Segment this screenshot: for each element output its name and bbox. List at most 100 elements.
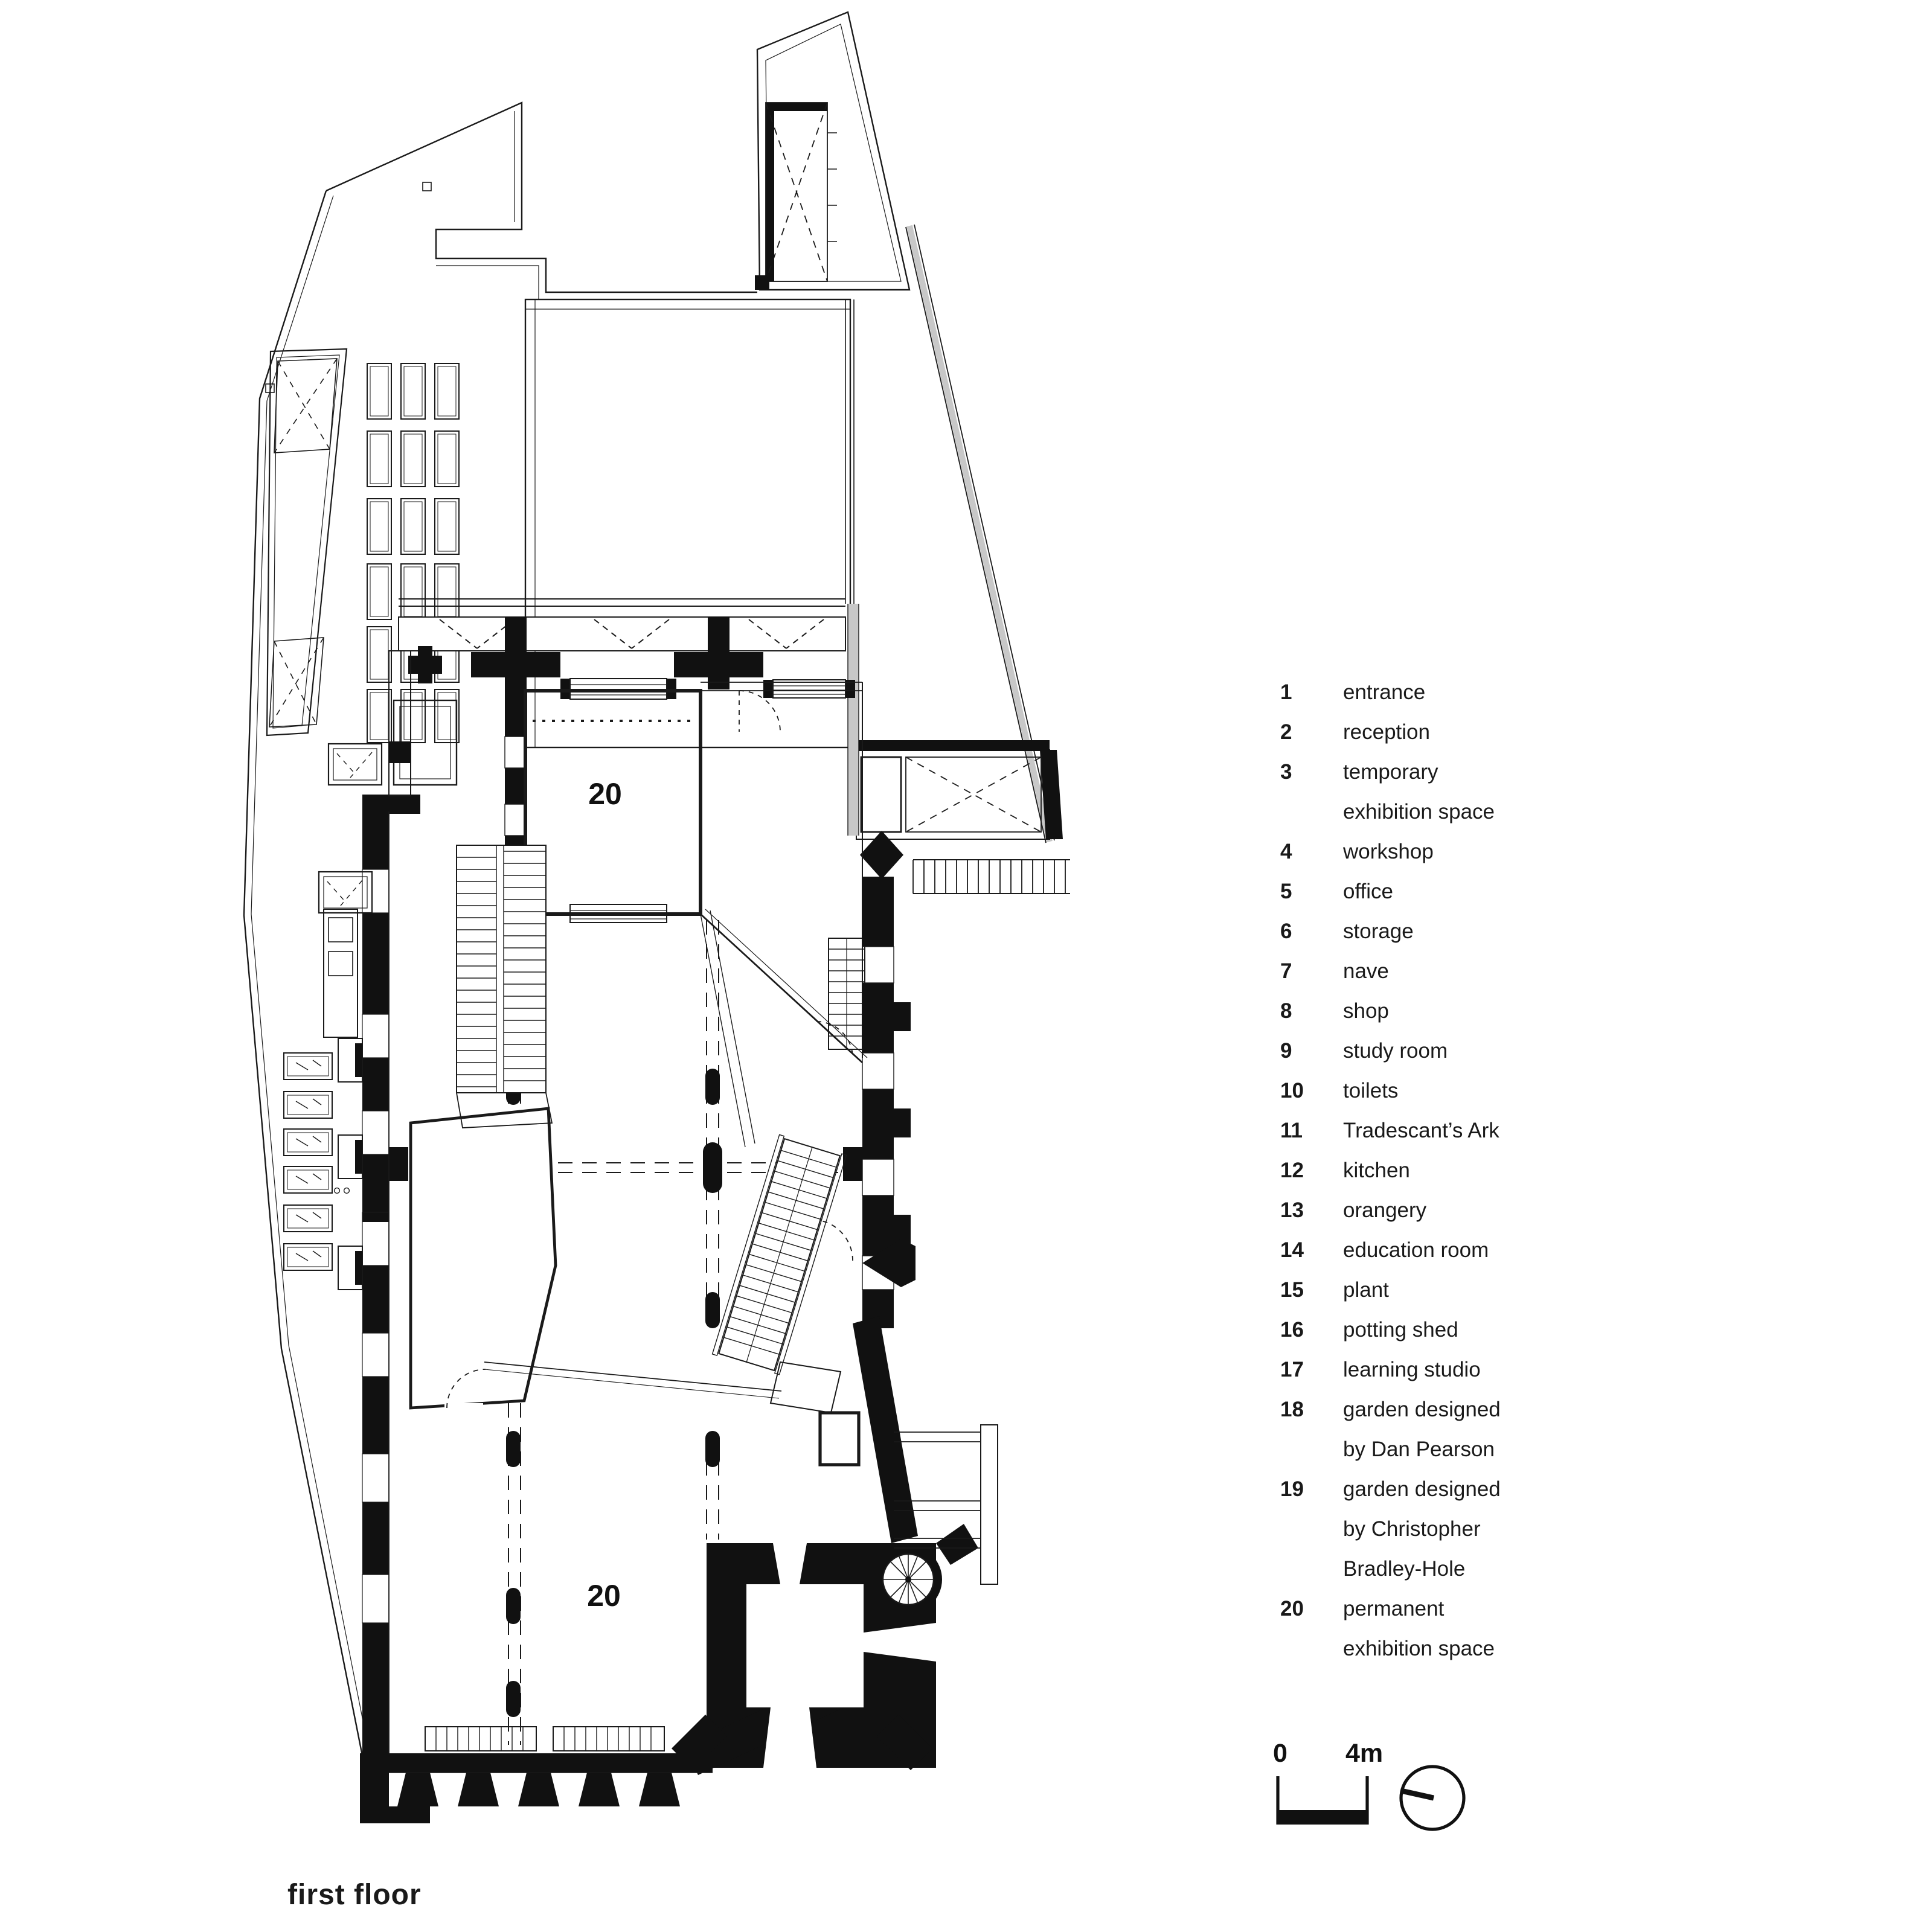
legend-label: toilets: [1343, 1078, 1399, 1102]
north-walkway: [398, 598, 859, 836]
legend-label: potting shed: [1343, 1317, 1458, 1342]
door-wedge: [862, 1239, 916, 1287]
buttress: [894, 1215, 911, 1244]
new-gray-wall: [848, 604, 859, 836]
east-wall: [811, 877, 918, 1543]
garden-cold-frames: [318, 743, 383, 914]
legend-label: Bradley-Hole: [1343, 1556, 1466, 1581]
buttress: [894, 1108, 911, 1137]
legend-label: by Dan Pearson: [1343, 1437, 1495, 1461]
legend-row: 20 permanent: [1280, 1589, 1501, 1629]
railing-comb: [912, 860, 1066, 894]
site-boundary: [243, 101, 1055, 1768]
door-swing-arc: [446, 1369, 486, 1409]
legend-label: exhibition space: [1343, 799, 1495, 824]
legend-number: 3: [1280, 760, 1292, 784]
scale-and-north: 0 4m: [1266, 1735, 1507, 1862]
legend-label: entrance: [1343, 680, 1426, 704]
dogleg-stair: [456, 845, 553, 1128]
legend-row: exhibition space: [1280, 1629, 1501, 1669]
legend-number: 9: [1280, 1038, 1292, 1063]
east-porch: [894, 1424, 998, 1585]
legend-label: kitchen: [1343, 1158, 1410, 1182]
skylight-x-icon: [748, 619, 824, 649]
skylight-x-icon: [765, 102, 828, 282]
legend-number: [1280, 792, 1343, 832]
legend-number: 16: [1280, 1317, 1304, 1342]
legend-row: 15 plant: [1280, 1270, 1501, 1310]
legend-row: 10 toilets: [1280, 1071, 1501, 1111]
legend-number: 10: [1280, 1078, 1304, 1102]
legend-label: permanent: [1343, 1596, 1445, 1620]
legend-row: 5 office: [1280, 872, 1501, 912]
legend-row: 3 temporary: [1280, 752, 1501, 792]
legend-label: garden designed: [1343, 1477, 1501, 1501]
legend-number: [1280, 1549, 1343, 1589]
north-east-room: [700, 682, 868, 1064]
legend-label: workshop: [1343, 839, 1434, 863]
planting-bed-grid: [367, 363, 460, 743]
legend-number: 11: [1280, 1118, 1303, 1142]
legend-row: by Dan Pearson: [1280, 1430, 1501, 1470]
legend-row: 17 learning studio: [1280, 1350, 1501, 1390]
legend-label: temporary: [1343, 760, 1438, 784]
legend-number: 2: [1280, 720, 1292, 744]
legend-label: reception: [1343, 720, 1430, 744]
legend-number: [1280, 1509, 1343, 1549]
legend-row: 11 Tradescant’s Ark: [1280, 1111, 1501, 1151]
buttress: [894, 1002, 911, 1031]
room-label-20-lower: 20: [587, 1579, 621, 1613]
legend-number: 20: [1280, 1596, 1304, 1620]
plant-box: [818, 1411, 861, 1467]
buttress-row: [397, 1773, 680, 1806]
scale-start-label: 0: [1273, 1739, 1287, 1768]
legend-row: 19 garden designed: [1280, 1470, 1501, 1509]
sheet-caption: first floor: [287, 1879, 422, 1911]
legend-label: shop: [1343, 999, 1389, 1023]
door-swing-arc: [739, 690, 781, 732]
legend-number: 12: [1280, 1158, 1304, 1182]
legend-number: 19: [1280, 1477, 1304, 1501]
legend-number: 17: [1280, 1357, 1304, 1381]
organ-strip: [323, 909, 358, 1038]
west-bed-column: [283, 1052, 333, 1271]
legend-label: nave: [1343, 959, 1389, 983]
corner-buttress: [877, 1715, 932, 1770]
north-arrow-icon: [1399, 1765, 1466, 1831]
door-swing-arc: [816, 1021, 853, 1058]
legend-label: education room: [1343, 1238, 1489, 1262]
northeast-extension: [755, 11, 911, 291]
main-diagonal-stair: [700, 910, 847, 1414]
legend-label: plant: [1343, 1278, 1389, 1302]
legend-row: by Christopher: [1280, 1509, 1501, 1549]
legend-label: exhibition space: [1343, 1636, 1495, 1660]
legend-label: office: [1343, 879, 1394, 903]
scale-end-label: 4m: [1345, 1739, 1383, 1768]
legend-number: 5: [1280, 879, 1292, 903]
legend-label: Tradescant’s Ark: [1343, 1118, 1499, 1142]
southeast-diagonal-wall: [853, 1316, 918, 1543]
door-swing-arc: [811, 1219, 853, 1261]
legend-label: by Christopher: [1343, 1517, 1481, 1541]
legend-number: 15: [1280, 1278, 1304, 1302]
legend-row: exhibition space: [1280, 792, 1501, 832]
tower: [672, 1524, 978, 1775]
legend-label: learning studio: [1343, 1357, 1481, 1381]
skylight-x-icon: [594, 619, 670, 649]
legend-number: 13: [1280, 1198, 1304, 1222]
legend-number: 6: [1280, 919, 1292, 943]
legend-number: [1280, 1629, 1343, 1669]
chancel-piers: [408, 617, 903, 879]
scale-bar-icon: [1276, 1776, 1369, 1825]
